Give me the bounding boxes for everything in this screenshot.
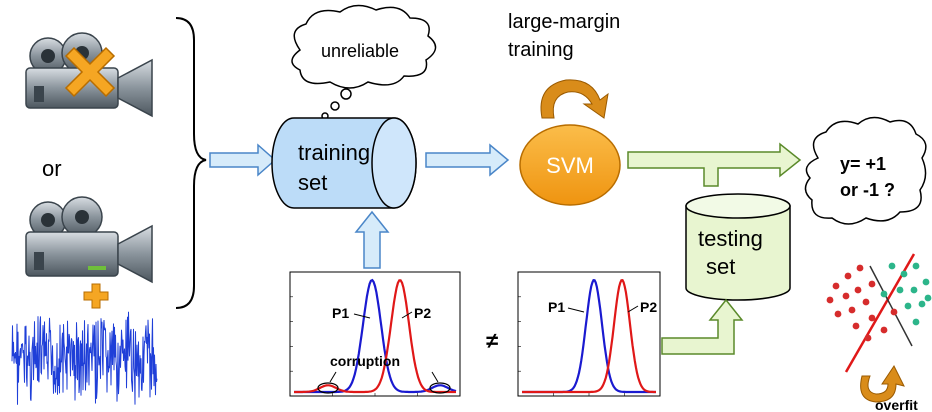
scatter-dot: [922, 278, 930, 286]
scatter-dot: [844, 272, 852, 280]
right-plot-series1-label: P1: [548, 299, 565, 315]
scatter-dot: [862, 298, 870, 306]
training-set-cylinder: training set: [271, 117, 417, 209]
distribution-plot-corrupted: P1 P2 corruption: [289, 271, 461, 397]
scatter-dot: [848, 306, 856, 314]
large-margin-label-line2: training: [508, 39, 574, 61]
scatter-dot: [910, 286, 918, 294]
large-margin-label-line1: large-margin: [508, 11, 620, 33]
scatter-dot: [896, 286, 904, 294]
overfit-label: overfit: [875, 397, 918, 412]
svm-label: SVM: [546, 153, 594, 178]
video-camera-plus-icon: [25, 196, 153, 309]
scatter-dot: [904, 302, 912, 310]
scatter-dot: [868, 280, 876, 288]
plot-to-training-arrow: [354, 210, 390, 269]
testing-set-label-line2: set: [706, 254, 735, 279]
output-label-line1: y= +1: [840, 154, 886, 174]
scatter-dot: [854, 286, 862, 294]
scatter-dot: [868, 314, 876, 322]
scatter-dot: [880, 326, 888, 334]
left-plot-series2-label: P2: [414, 305, 431, 321]
svm-to-output-arrow: [627, 142, 802, 187]
scatter-dot: [826, 296, 834, 304]
scatter-dot: [912, 262, 920, 270]
video-camera-crossed-icon: [25, 32, 153, 118]
overfit-scatter-icon: [826, 253, 932, 373]
training-set-label-line1: training: [298, 140, 370, 165]
right-plot-series2-label: P2: [640, 299, 657, 315]
scatter-dot: [852, 322, 860, 330]
training-to-svm-arrow: [425, 143, 510, 177]
plot-to-testing-arrow: [661, 298, 744, 355]
input-arrow: [209, 143, 277, 177]
testing-set-label-line1: testing: [698, 226, 763, 251]
scatter-dot: [918, 300, 926, 308]
unreliable-thought-cloud: unreliable: [291, 4, 437, 120]
scatter-dot: [890, 308, 898, 316]
scatter-dot: [888, 262, 896, 270]
noise-waveform-icon: [11, 311, 158, 405]
self-loop-arrow: [540, 79, 609, 119]
testing-set-cylinder: testing set: [685, 193, 791, 301]
distribution-plot-clean: P1 P2: [517, 271, 661, 397]
overfit-curved-arrow: [860, 365, 905, 403]
output-thought-cloud: y= +1 or -1 ?: [804, 116, 927, 225]
scatter-dot: [912, 318, 920, 326]
training-set-label-line2: set: [298, 170, 327, 195]
unreliable-label: unreliable: [321, 41, 399, 61]
svm-node: SVM: [519, 124, 621, 206]
not-equal-symbol: ≠: [486, 328, 498, 353]
scatter-dot: [856, 264, 864, 272]
scatter-dot: [842, 292, 850, 300]
scatter-dot: [900, 270, 908, 278]
scatter-dot: [924, 294, 932, 302]
grouping-brace: [175, 17, 207, 309]
corruption-annotation: corruption: [330, 353, 400, 369]
scatter-dot: [864, 334, 872, 342]
output-label-line2: or -1 ?: [840, 180, 895, 200]
or-label: or: [42, 156, 62, 181]
scatter-dot: [880, 290, 888, 298]
scatter-dot: [834, 310, 842, 318]
left-plot-series1-label: P1: [332, 305, 349, 321]
scatter-dot: [832, 282, 840, 290]
